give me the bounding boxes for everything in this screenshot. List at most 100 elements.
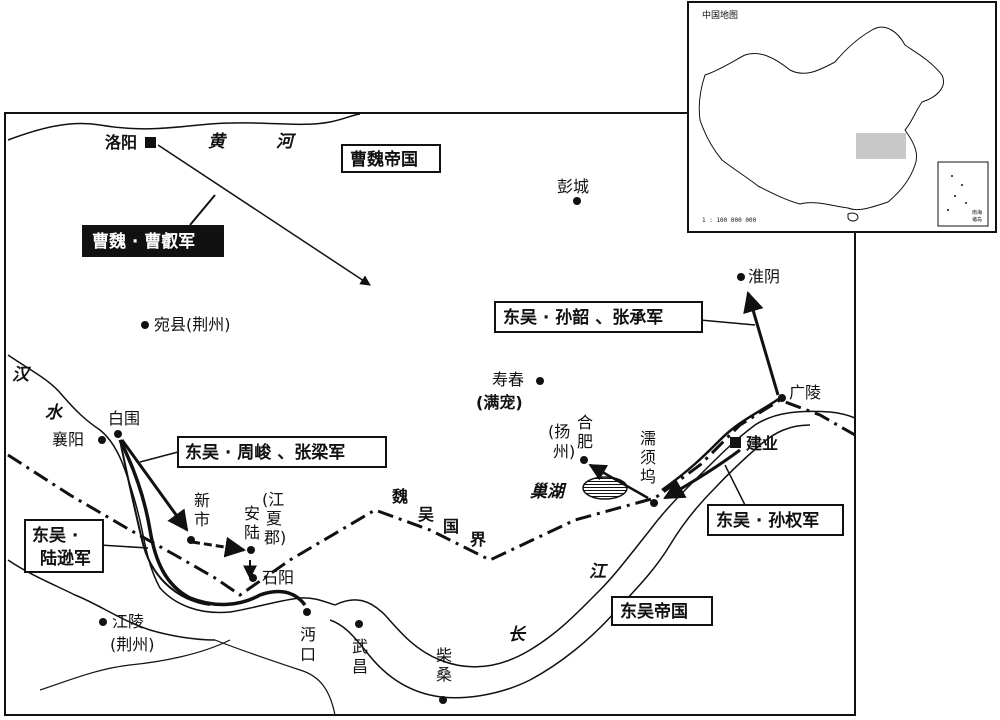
- luxun-march-route: [118, 439, 307, 607]
- city-label-wuchang-1: 武: [352, 637, 368, 656]
- city-label-ruxu-2: 须: [640, 448, 656, 467]
- zhoujun-army-box: [177, 436, 387, 468]
- inset-south-sea-label-2: 诸岛: [972, 216, 982, 223]
- guangling-marker: [778, 394, 786, 402]
- han-river-tributary: [39, 639, 231, 691]
- inset-south-sea-box: [937, 161, 989, 227]
- luxun-label-leader: [99, 544, 149, 549]
- luxun-army-label-2: 陆逊军: [40, 549, 91, 569]
- xinshi-marker: [187, 536, 195, 544]
- huaiyin-marker: [737, 273, 745, 281]
- border-label-wu: 吴: [418, 505, 434, 524]
- city-label-ruxu-1: 濡: [640, 429, 656, 448]
- inset-map-scale: 1 : 100 000 000: [702, 217, 757, 224]
- caowei-army-label: 曹魏 · 曹叡军: [92, 231, 195, 252]
- sunquan-army-label: 东吴 · 孙权军: [716, 510, 819, 531]
- yangtze-river-north: [334, 410, 856, 668]
- city-label-hefei-1: 合: [577, 413, 593, 432]
- city-label-wuchang-2: 昌: [352, 657, 368, 676]
- city-label-chaisang-1: 柴: [436, 646, 452, 665]
- zhoujun-march-route: [120, 439, 189, 532]
- baiwei-marker: [114, 430, 122, 438]
- dongwu-state-box: [611, 596, 713, 626]
- sunshao-label-leader: [699, 319, 756, 326]
- city-label-anlu-1: 安: [244, 504, 260, 523]
- city-label-chaisang-2: 桑: [436, 665, 452, 684]
- luoyang-marker: [145, 137, 156, 148]
- ruxu-to-hefei-route: [588, 463, 649, 500]
- chaisang-marker: [439, 696, 447, 704]
- inset-map-title: 中国地图: [702, 9, 738, 21]
- city-label-shouchun-note: (满宠): [476, 393, 523, 412]
- luxun-army-label-1: 东吴 ·: [32, 525, 78, 546]
- city-label-ruxu-3: 坞: [640, 467, 656, 486]
- city-label-jiangxia-2: 夏: [266, 509, 282, 528]
- hefei-marker: [580, 456, 588, 464]
- city-label-hefei-2: 肥: [577, 432, 593, 451]
- city-label-yangzhou-1: (扬: [548, 422, 570, 441]
- sunquan-march-route: [663, 448, 741, 500]
- han-river-west-bank: [7, 559, 216, 641]
- caowei-state-label: 曹魏帝国: [350, 149, 418, 170]
- city-label-baiwei: 白围: [108, 409, 140, 428]
- city-label-xinshi-2: 市: [194, 510, 210, 529]
- river-label-jiang: 江: [589, 562, 608, 582]
- sunquan-army-box: [707, 504, 844, 536]
- inset-island-dot: [947, 209, 949, 211]
- ruxu-marker: [650, 499, 658, 507]
- inset-china-outline: [698, 26, 944, 211]
- border-label-wei: 魏: [391, 487, 408, 506]
- city-label-miankou-2: 口: [300, 645, 316, 664]
- river-label-han: 汉: [12, 365, 32, 385]
- inset-hainan-island: [847, 212, 859, 222]
- xiangyang-marker: [98, 436, 106, 444]
- inset-south-sea-label-1: 南海: [972, 209, 982, 216]
- han-river: [7, 354, 336, 614]
- river-label-chang: 长: [508, 625, 527, 645]
- city-label-luoyang: 洛阳: [105, 133, 137, 152]
- lake-label-chaohu: 巢湖: [529, 482, 567, 502]
- yellow-river: [7, 113, 361, 141]
- xinshi-to-anlu-route: [191, 536, 247, 558]
- inset-island-dot: [961, 184, 963, 186]
- wuchang-marker: [355, 620, 363, 628]
- caowei-march-route: [157, 144, 371, 286]
- inset-highlight-region: [856, 133, 906, 159]
- city-label-jiangling: 江陵: [112, 612, 144, 631]
- city-label-miankou-1: 沔: [300, 625, 316, 644]
- chaohu-lake: [582, 476, 628, 500]
- city-label-yangzhou-2: 州): [553, 442, 575, 461]
- city-label-xinshi-1: 新: [194, 491, 210, 510]
- river-label-shui: 水: [45, 403, 64, 423]
- caowei-label-leader: [189, 194, 216, 226]
- luxun-army-box: [24, 519, 104, 573]
- river-label-huang: 黄: [208, 132, 228, 152]
- city-label-guangling: 广陵: [789, 383, 821, 402]
- wei-wu-border: [7, 398, 856, 597]
- city-label-shiyang: 石阳: [262, 568, 294, 587]
- caowei-army-box: [82, 225, 224, 257]
- city-label-anlu-2: 陆: [244, 523, 260, 542]
- miankou-marker: [303, 608, 311, 616]
- inset-island-dot: [954, 195, 956, 197]
- city-label-shouchun: 寿春: [492, 370, 524, 389]
- southwest-terrain-line: [214, 639, 336, 716]
- border-label-guo: 国: [443, 517, 459, 536]
- anlu-marker: [247, 546, 255, 554]
- inset-island-dot: [951, 175, 953, 177]
- dongwu-state-label: 东吴帝国: [620, 601, 688, 622]
- sunquan-route-2: [661, 396, 781, 492]
- city-label-huaiyin: 淮阴: [748, 267, 780, 286]
- jianye-marker: [730, 437, 741, 448]
- shiyang-marker: [249, 574, 257, 582]
- city-label-jiangling-note: (荆州): [110, 635, 155, 654]
- jiangling-marker: [99, 618, 107, 626]
- caowei-state-box: [341, 144, 441, 173]
- wanxian-marker: [141, 321, 149, 329]
- pengcheng-marker: [573, 197, 581, 205]
- shouchun-marker: [536, 377, 544, 385]
- city-label-jiangxia-1: (江: [262, 490, 284, 509]
- city-label-jiangxia-3: 郡): [264, 528, 286, 547]
- city-label-pengcheng: 彭城: [557, 177, 589, 196]
